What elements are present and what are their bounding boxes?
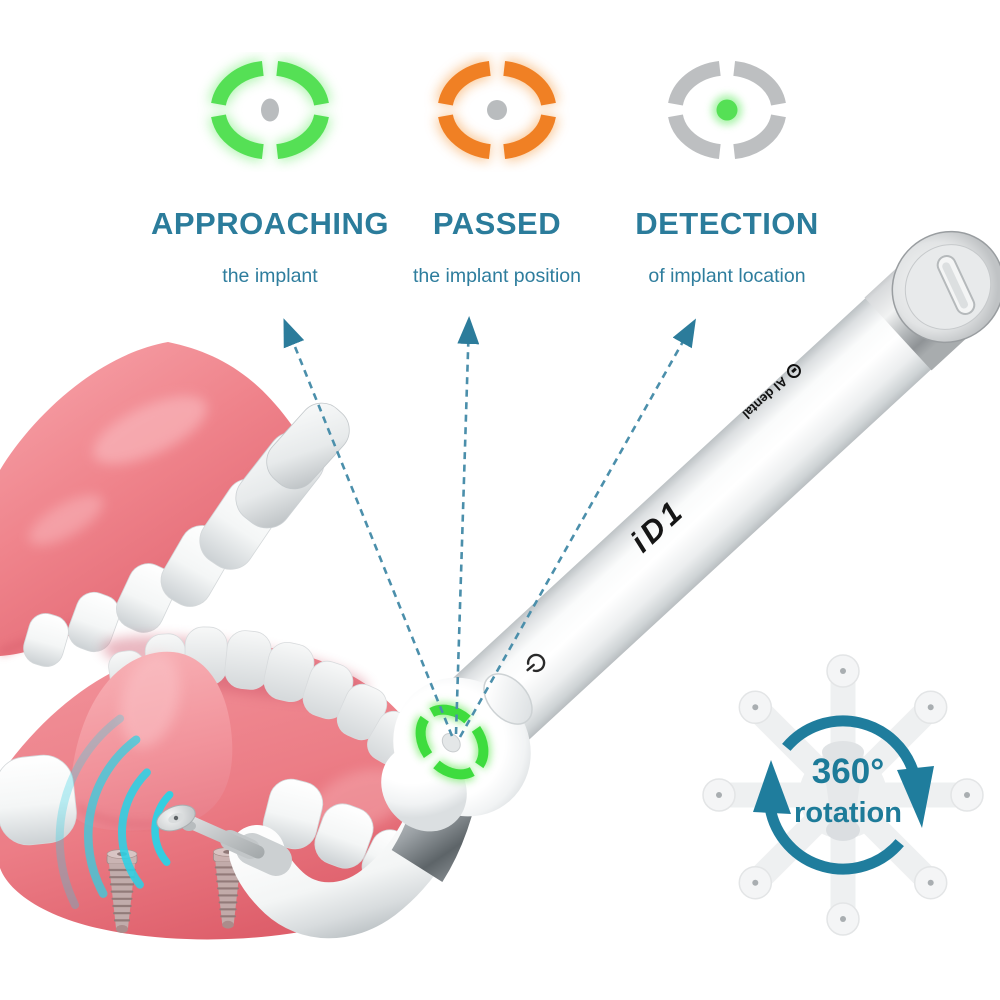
upper-teeth-row (23, 402, 350, 667)
function-button (483, 673, 533, 725)
power-icon (526, 653, 546, 673)
rotation-badge-value: 360° (811, 752, 885, 791)
rotating-probe-tip (156, 804, 292, 876)
status-subtitle-passed: the implant position (412, 265, 582, 287)
status-title-approaching: APPROACHING (150, 206, 389, 241)
signal-waves-icon (55, 714, 174, 910)
cap-slot (936, 255, 976, 315)
status-title-detection: DETECTION (635, 206, 819, 241)
callout-arrow-detection (458, 318, 696, 738)
callout-arrow-passed (454, 316, 480, 735)
upper-jaw-model (0, 342, 350, 667)
callout-arrows (283, 316, 696, 738)
rotation-pinwheel (702, 654, 984, 936)
gray-ring-green-dot-indicator-icon (668, 60, 786, 160)
device-indicator-ring-icon (413, 702, 491, 782)
rotation-badge-label: rotation (794, 797, 902, 829)
orange-ring-gray-dot-indicator-icon (435, 58, 559, 162)
device-body (406, 239, 997, 791)
status-detection: DETECTION of implant location (610, 52, 844, 288)
status-subtitle-detection: of implant location (648, 265, 806, 287)
device-cap (864, 230, 1000, 371)
status-title-passed: PASSED (432, 206, 562, 241)
ring-center-dot (441, 733, 461, 753)
green-ring-gray-dot-indicator-icon (208, 58, 332, 162)
status-passed: PASSED the implant position (385, 52, 609, 288)
implant-locator-device (156, 230, 1000, 939)
status-subtitle-approaching: the implant (222, 265, 318, 287)
status-approaching: APPROACHING the implant (130, 52, 410, 288)
rotation-arrow-icon (753, 715, 934, 875)
